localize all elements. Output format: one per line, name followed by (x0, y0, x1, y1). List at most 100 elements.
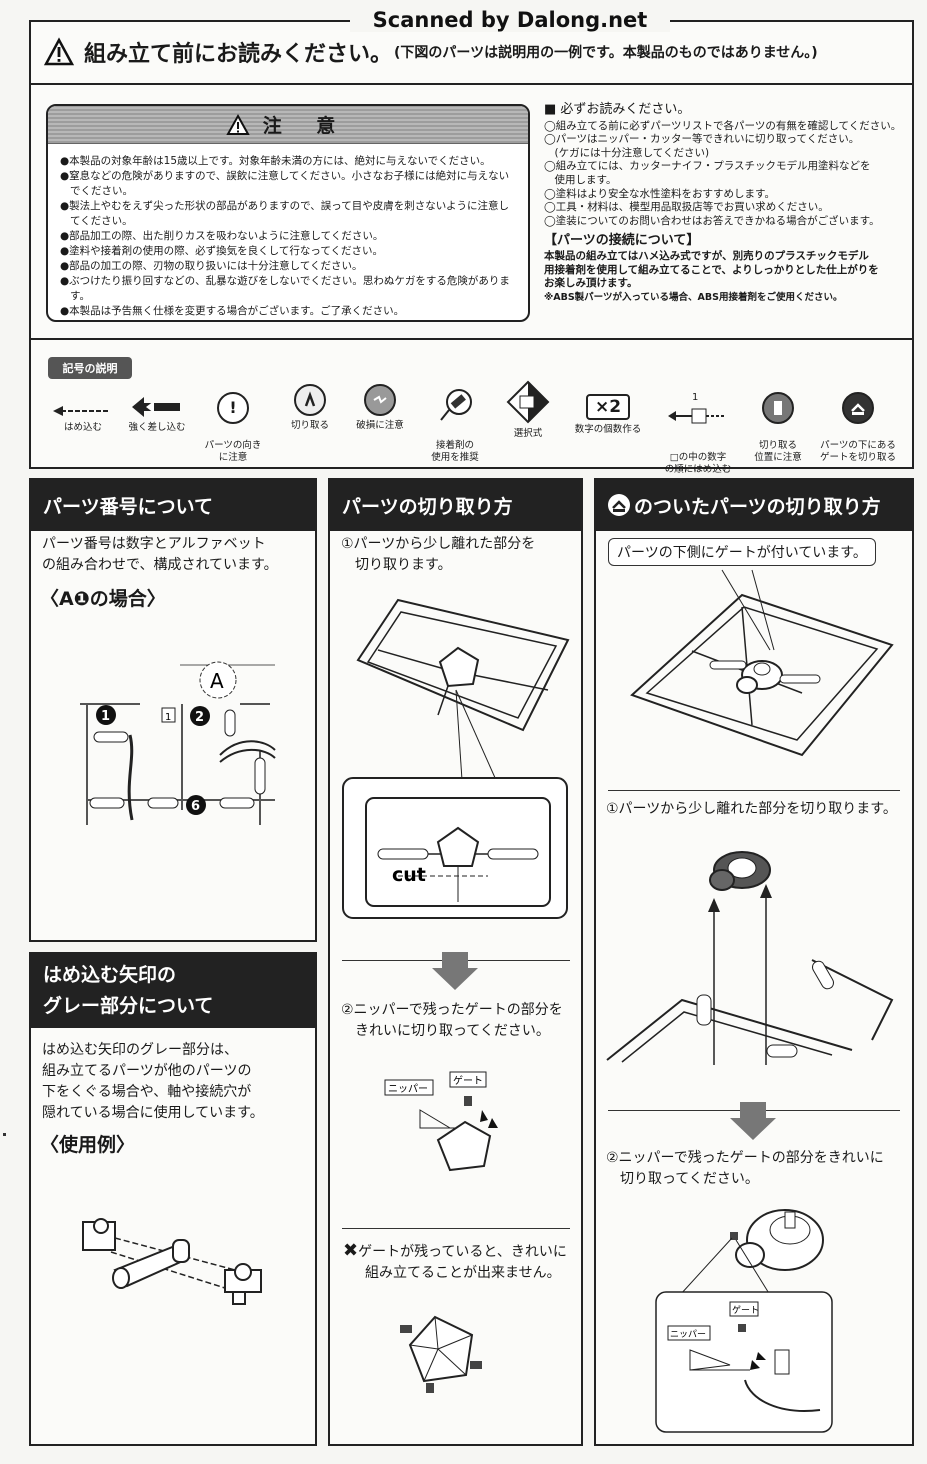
text-line: 組み立てるパーツが他のパーツの (42, 1063, 252, 1079)
panel-text: パーツ番号は数字とアルファベット の組み合わせで、構成されています。 (42, 534, 278, 576)
text-line: ②ニッパーで残ったゲートの部分を (341, 1002, 563, 1018)
step-text: ②ニッパーで残ったゲートの部分をきれいに 切り取ってください。 (606, 1148, 884, 1190)
list-item: ●窒息などの危険がありますので、誤飲に注意してください。小さなお子様には絶対に与… (60, 170, 510, 197)
bad-part-diagram (400, 1315, 482, 1393)
title-line: グレー部分について (43, 995, 214, 1017)
symbol-label: □の中の数字 の順にはめ込む (664, 452, 732, 475)
list-item: ●本製品は予告無く仕様を変更する場合がございます。ご了承ください。 (60, 305, 405, 317)
gate-label: ゲート (453, 1075, 483, 1087)
nipper-label: ニッパー (388, 1083, 428, 1095)
list-item: ●本製品の対象年齢は15歳以上です。対象年齢未満の方には、絶対に与えないでくださ… (60, 155, 491, 167)
list-item: ●部品加工の際、出た削りカスを吸わないように注意してください。 (60, 230, 384, 242)
symbol-label: パーツの向き に注意 (204, 440, 262, 463)
text-line: の組み合わせで、構成されています。 (42, 557, 278, 573)
list-item: ◯パーツはニッパー・カッター等できれいに切り取ってください。 (544, 133, 860, 146)
part-label: 2 (195, 710, 204, 725)
scan-watermark: Scanned by Dalong.net (350, 8, 670, 32)
caution-heading: 注 意 (48, 106, 528, 144)
notes-block: ■ 必ずお読みください。 ◯組み立てる前に必ずパーツリストで各パーツの有無を確認… (544, 103, 909, 304)
text-line: パーツ番号は数字とアルファベット (42, 536, 266, 552)
symbol-insert: はめ込む (50, 380, 116, 434)
list-item: ●製法上やむをえず尖った形状の部品がありますので、誤って目や皮膚を刺さないように… (60, 200, 510, 227)
step-text: ②ニッパーで残ったゲートの部分を きれいに切り取ってください。 (341, 1000, 563, 1042)
nipper-diagram: ニッパー ゲート (384, 1071, 498, 1172)
double-arrow-left-icon (132, 397, 180, 417)
text-line: 隠れている場合に使用しています。 (42, 1105, 264, 1121)
text-line: 切り取ってください。 (606, 1171, 759, 1187)
text-line: 下をくぐる場合や、軸や接続穴が (42, 1084, 252, 1100)
list-item: ●ぶつけたり振り回すなどの、乱暴な遊びをしないでください。思わぬケガをする危険が… (60, 275, 510, 302)
notes-heading: ■ 必ずお読みください。 (544, 102, 691, 117)
symbol-label: 数字の個数作る (574, 424, 642, 435)
symbol-label: はめ込む (63, 422, 102, 433)
panel-gray-arrow: はめ込む矢印の グレー部分について (29, 952, 317, 1446)
panel-title: パーツの切り取り方 (330, 480, 581, 531)
text-line: ①パーツから少し離れた部分を (341, 536, 536, 552)
numbered-arrow-icon (668, 408, 726, 424)
symbol-choice: 選択式 (498, 380, 558, 440)
warning-icon (225, 113, 250, 135)
caution-title: 注 意 (262, 115, 350, 137)
part-label: 1 (101, 709, 110, 724)
under-gate-runner-diagram (630, 569, 894, 757)
panel-under-gate: のついたパーツの切り取り方 (594, 478, 914, 1446)
usage-diagram (82, 1218, 262, 1305)
text-line: 組み立てることが出来ません。 (365, 1265, 561, 1281)
exclamation-circle-icon: ! (217, 392, 249, 424)
cut-label: cut (392, 864, 426, 886)
list-item: ●部品の加工の際、刃物の取り扱いには十分注意してください。 (60, 260, 363, 272)
under-gate-icon (608, 494, 630, 516)
symbol-multiply: ×2 数字の個数作る (570, 382, 646, 436)
connect-heading: 【パーツの接続について】 (544, 233, 700, 249)
symbol-tag: 記号の説明 (48, 357, 132, 379)
symbol-label: 切り取る (290, 420, 329, 431)
step-text: ①パーツから少し離れた部分を切り取ります。 (606, 801, 897, 817)
panel-title: はめ込む矢印の グレー部分について (31, 954, 315, 1028)
text-line: 切り取ります。 (341, 557, 452, 573)
symbol-label: 破損に注意 (356, 420, 404, 431)
choice-diamond-icon (506, 380, 550, 424)
panel-title: パーツ番号について (31, 480, 315, 531)
list-item: ●塗料や接着剤の使用の際、必ず換気を良くして行なってください。 (60, 245, 384, 257)
step-text: ①パーツから少し離れた部分を 切り取ります。 (341, 534, 535, 576)
break-circle-icon (364, 384, 396, 416)
under-gate-nipper-diagram: ゲート ニッパー (655, 1209, 833, 1433)
symbol-cut: 切り取る (281, 378, 339, 432)
title-line: はめ込む矢印の (43, 964, 177, 986)
lift-diagram (606, 851, 894, 1065)
symbol-label: 接着剤の 使用を推奨 (431, 440, 479, 463)
down-arrow-icon (730, 1102, 776, 1140)
down-arrow-icon (432, 952, 478, 990)
scan-dot (3, 1133, 6, 1136)
page-title: 組み立て前にお読みください。 (下図のパーツは説明用の一例です。本製品のものでは… (43, 36, 818, 68)
symbol-order: 1 □の中の数字 の順にはめ込む (656, 382, 740, 488)
title-text: 組み立て前にお読みください。 (84, 42, 393, 67)
gate-label: ゲート (732, 1304, 759, 1316)
symbol-label: 切り取る 位置に注意 (754, 440, 802, 463)
symbol-push: 強く差し込む (122, 380, 192, 434)
symbol-orientation: ! パーツの向き に注意 (198, 374, 268, 476)
text-line: はめ込む矢印のグレー部分は、 (42, 1042, 238, 1058)
caution-list: ●本製品の対象年齢は15歳以上です。対象年齢未満の方には、絶対に与えないでくださ… (48, 144, 528, 319)
runner-letter: A (210, 669, 224, 693)
list-item: 使用します。 (544, 173, 617, 186)
list-item: (ケガには十分注意してください) (544, 146, 710, 159)
connect-line: お楽しみ頂けます。 (544, 277, 638, 290)
cutting-diagram: cut (342, 598, 570, 919)
cut-position-circle-icon (762, 392, 794, 424)
list-item: ◯組み立てる前に必ずパーツリストで各パーツの有無を確認してください。 (544, 119, 902, 132)
symbol-label: パーツの下にある ゲートを切り取る (819, 440, 896, 463)
text-line: きれいに切り取ってください。 (341, 1023, 550, 1039)
multiply-box-icon: ×2 (586, 394, 630, 420)
symbol-break: 破損に注意 (350, 378, 410, 432)
thin-arrow-left-icon (53, 406, 109, 416)
symbol-under-gate: パーツの下にある ゲートを切り取る (816, 374, 900, 476)
runner-diagram: A 1 1 2 6 (80, 661, 276, 825)
panel-text: はめ込む矢印のグレー部分は、 組み立てるパーツが他のパーツの 下をくぐる場合や、… (42, 1040, 264, 1124)
list-item: ◯工具・材料は、模型用品取扱店等でお買い求めください。 (544, 201, 829, 214)
list-item: ◯組み立てには、カッターナイフ・プラスチックモデル用塗料などを (544, 160, 871, 173)
text-line: ゲートが残っていると、きれいに (358, 1244, 567, 1260)
symbol-badge: 1 (692, 392, 699, 403)
part-label: 6 (191, 799, 200, 814)
connect-line: 本製品の組み立てはハメ込み式ですが、別売りのプラスチックモデル (544, 249, 869, 262)
